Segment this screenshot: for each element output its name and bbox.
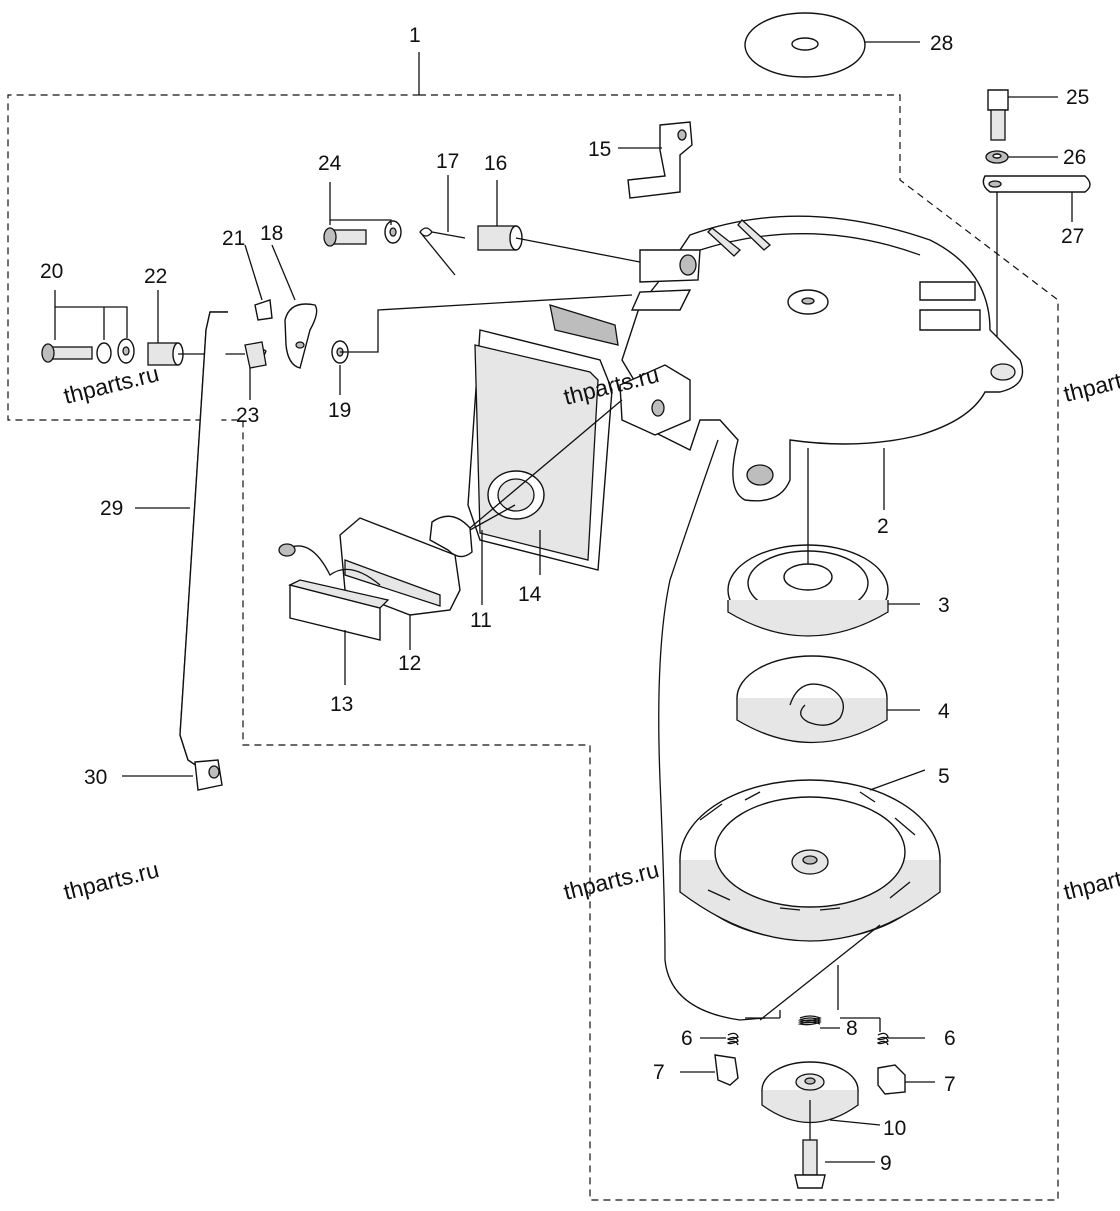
- callout-11: 11: [470, 609, 492, 632]
- callout-5: 5: [938, 765, 950, 788]
- callout-20: 20: [40, 260, 63, 283]
- watermark: thparts.ru: [61, 856, 162, 905]
- part-29-rod: [135, 311, 228, 769]
- part-2-starter-case: [619, 215, 1024, 510]
- part-26-washer: [985, 150, 1058, 164]
- part-30-clip: [122, 759, 223, 791]
- watermark: thparts.ru: [561, 856, 662, 905]
- part-19-washer: [331, 294, 633, 395]
- part-22-spacer: [147, 290, 245, 366]
- callout-3: 3: [938, 594, 950, 617]
- part-15-lever: [618, 121, 693, 199]
- part-16-collar: [477, 180, 641, 263]
- callout-19: 19: [328, 399, 351, 422]
- callout-25: 25: [1066, 86, 1089, 109]
- callout-9: 9: [880, 1152, 892, 1175]
- callout-18: 18: [260, 222, 283, 245]
- callout-17: 17: [436, 150, 459, 173]
- part-14-grommet: [467, 304, 619, 575]
- callout-8: 8: [846, 1017, 858, 1040]
- callout-28: 28: [930, 32, 953, 55]
- part-20-screw-washers: [41, 290, 135, 364]
- callout-10: 10: [883, 1117, 906, 1140]
- part-17-spring: [419, 175, 466, 276]
- callout-21: 21: [222, 227, 245, 250]
- callout-26: 26: [1063, 146, 1086, 169]
- callout-29: 29: [100, 497, 123, 520]
- watermark: thparts.ru: [1061, 358, 1120, 407]
- callout-15: 15: [588, 138, 611, 161]
- callout-22: 22: [144, 265, 167, 288]
- part-27-strap: [982, 175, 1091, 365]
- part-8-spring: [797, 1015, 840, 1029]
- part-6-spring-left: [700, 1010, 781, 1046]
- callout-16: 16: [484, 152, 507, 175]
- part-13-clip: [288, 579, 390, 685]
- watermark: thparts.ru: [61, 360, 162, 409]
- part-9-bolt: [794, 1100, 875, 1189]
- callout-4: 4: [938, 700, 950, 723]
- callout-14: 14: [518, 583, 542, 606]
- callout-labels: 1 2 3 4 5 6 6 7 7 8 9 10 11 12 13 14 15 …: [40, 24, 1089, 1175]
- part-10-cap: [761, 1061, 881, 1126]
- part-5-reel: [679, 769, 941, 1021]
- part-21-clip: [244, 244, 273, 321]
- callout-13: 13: [330, 693, 353, 716]
- part-25-bolt: [987, 89, 1058, 141]
- callout-7-left: 7: [653, 1061, 665, 1084]
- part-28-disc: [744, 12, 920, 78]
- part-11-cord-stopper: [429, 504, 516, 605]
- group-outline: [7, 52, 1059, 1201]
- callout-23: 23: [236, 404, 259, 427]
- callout-6-left: 6: [681, 1027, 693, 1050]
- cord-path: [658, 439, 766, 1021]
- callout-7-right: 7: [944, 1073, 956, 1096]
- callout-30: 30: [84, 766, 107, 789]
- part-7-pawl-left: [680, 1054, 739, 1086]
- callout-12: 12: [398, 652, 421, 675]
- callout-27: 27: [1061, 225, 1084, 248]
- callout-2: 2: [877, 515, 889, 538]
- callout-1: 1: [409, 24, 421, 47]
- callout-6-right: 6: [944, 1027, 956, 1050]
- part-7-pawl-right: [877, 1064, 935, 1095]
- part-23-spring: [244, 341, 267, 400]
- rope-line: [469, 399, 623, 529]
- callout-24: 24: [318, 152, 342, 175]
- part-3-plate: [727, 448, 920, 637]
- part-6-spring-right: [840, 1017, 925, 1046]
- part-12-handle: START: [278, 517, 461, 650]
- watermark: thparts.ru: [1061, 856, 1120, 905]
- part-24-screw-washer: [323, 182, 402, 247]
- part-18-cam: [271, 244, 318, 369]
- part-4-spring: [736, 655, 920, 744]
